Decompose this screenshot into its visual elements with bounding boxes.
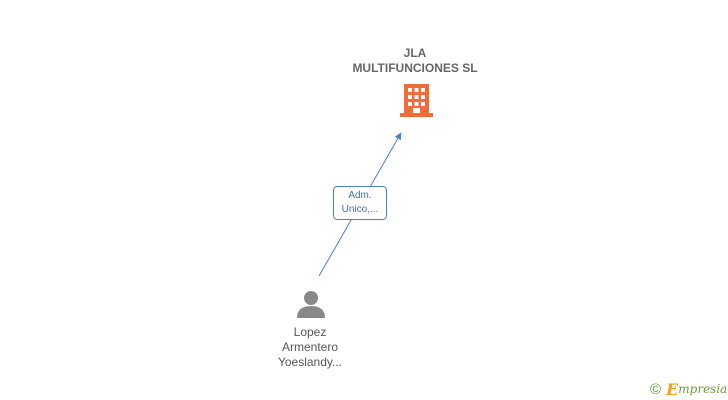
copyright-icon: © <box>650 380 662 398</box>
person-name-line: Yoeslandy... <box>277 355 343 369</box>
person-name-label[interactable]: Lopez Armentero Yoeslandy... <box>240 325 380 370</box>
brand-initial: E <box>666 379 679 399</box>
company-name-line: MULTIFUNCIONES SL <box>352 61 478 75</box>
person-name-line: Armentero <box>281 340 339 354</box>
role-line: Adm. <box>348 190 372 201</box>
person-name-line: Lopez <box>293 325 327 339</box>
role-line: Unico,... <box>341 204 379 215</box>
building-icon[interactable] <box>400 84 433 117</box>
relationship-role-label[interactable]: Adm. Unico,... <box>333 186 387 220</box>
company-name-label[interactable]: JLA MULTIFUNCIONES SL <box>315 46 515 76</box>
person-icon[interactable] <box>297 291 325 318</box>
brand-name: mpresia <box>678 382 728 396</box>
company-name-line: JLA <box>403 46 427 60</box>
